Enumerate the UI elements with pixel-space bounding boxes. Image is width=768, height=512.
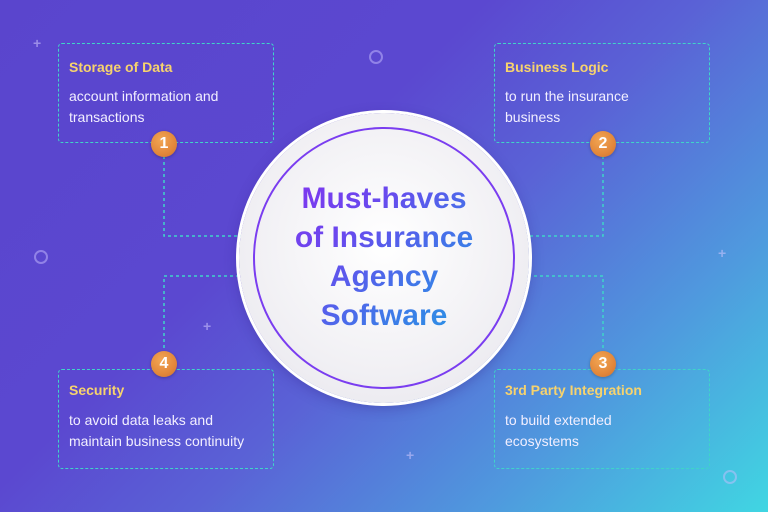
hub-title-line: Software [320, 299, 448, 332]
number-badge-2: 2 [590, 131, 616, 157]
ring-icon [369, 50, 383, 64]
plus-icon: + [406, 447, 415, 463]
card-description-line: to avoid data leaks and [69, 412, 213, 428]
card-security: Security to avoid data leaks and maintai… [58, 369, 274, 469]
hub-title-line: Must-haves [301, 182, 467, 215]
plus-icon: + [203, 318, 212, 334]
card-description-line: account information and [69, 88, 219, 104]
hub-title-line: of Insurance [294, 221, 474, 254]
hub-title-line: Agency [329, 260, 439, 293]
ring-icon [723, 470, 737, 484]
card-description-line: maintain business continuity [69, 433, 245, 449]
card-3rd-party-integration: 3rd Party Integration to build extended … [494, 369, 710, 469]
card-description-line: to run the insurance [505, 88, 629, 104]
connector-2 [524, 156, 604, 237]
card-title: Security [69, 382, 125, 398]
plus-icon: + [33, 35, 42, 51]
card-storage-of-data: Storage of Data account information and … [58, 43, 274, 143]
central-hub-circle: Must-haves of Insurance Agency Software [239, 113, 529, 403]
card-title: 3rd Party Integration [505, 382, 642, 398]
card-title: Business Logic [505, 59, 609, 75]
connector-3 [524, 275, 604, 348]
card-description-line: business [505, 109, 561, 125]
ring-icon [34, 250, 48, 264]
number-badge-3: 3 [590, 351, 616, 377]
hub-title: Must-haves of Insurance Agency Software [239, 179, 529, 335]
plus-icon: + [718, 245, 727, 261]
card-description-line: to build extended [505, 412, 612, 428]
hub-inner-ring [253, 127, 515, 389]
number-badge-1: 1 [151, 131, 177, 157]
connector-1 [163, 156, 244, 237]
card-business-logic: Business Logic to run the insurance busi… [494, 43, 710, 143]
card-description-line: transactions [69, 109, 145, 125]
number-badge-4: 4 [151, 351, 177, 377]
card-title: Storage of Data [69, 59, 173, 75]
connector-4 [163, 275, 244, 348]
card-description-line: ecosystems [505, 433, 579, 449]
